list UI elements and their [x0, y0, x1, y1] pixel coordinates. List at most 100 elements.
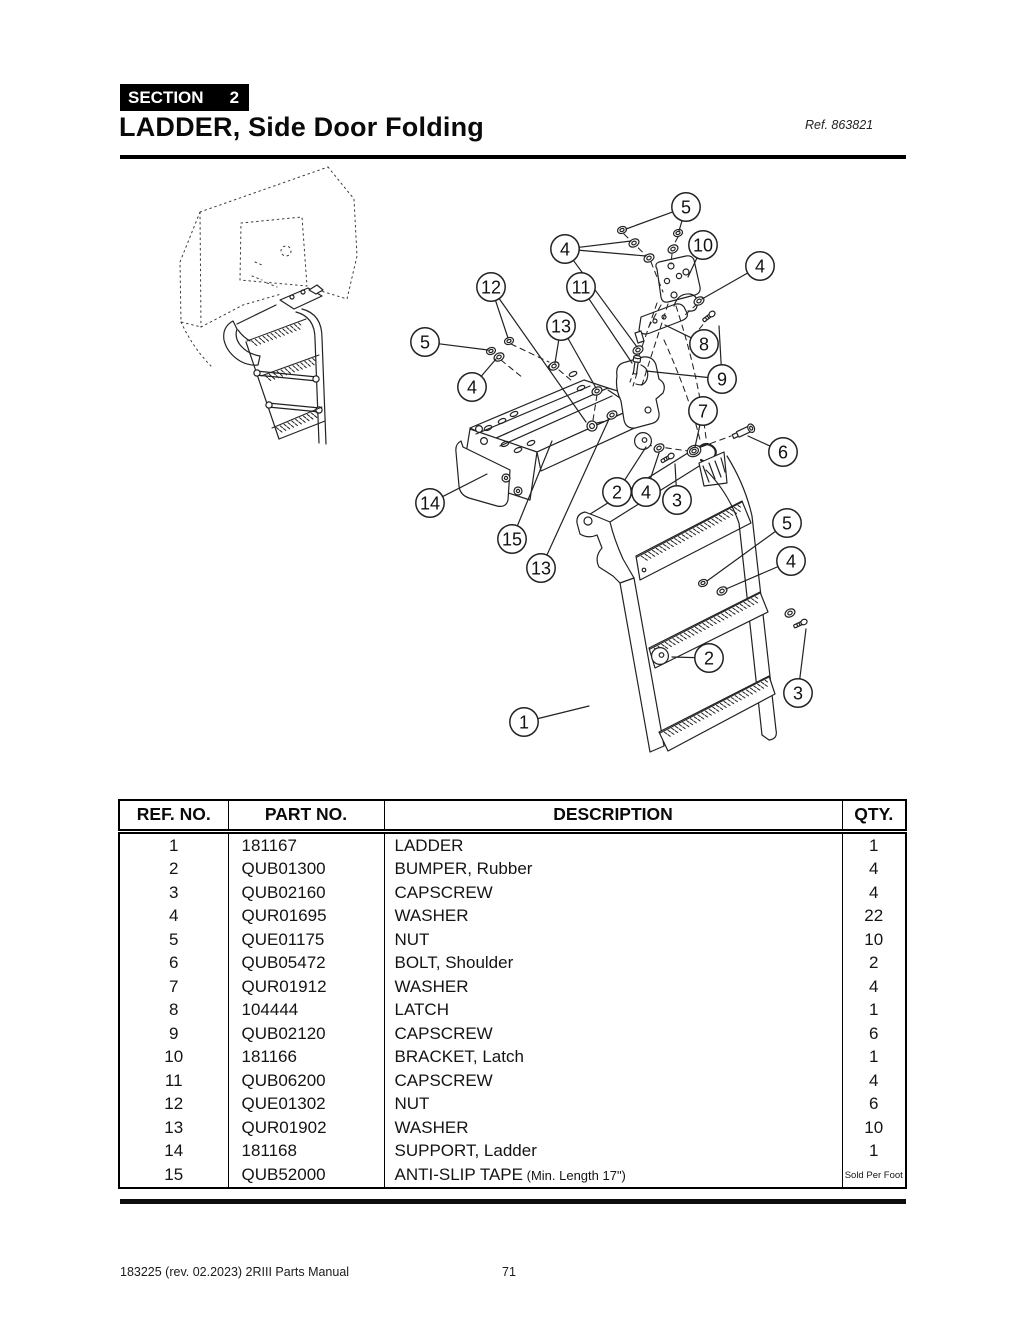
nut-part: [616, 225, 628, 235]
svg-text:5: 5: [420, 332, 430, 352]
callout-5: 5: [410, 327, 440, 357]
cell-ref-no: 1: [169, 835, 179, 855]
cell-description: BOLT, Shoulder: [383, 951, 842, 975]
cell-ref-no: 7: [169, 976, 179, 996]
cell-qty: 4: [841, 880, 906, 904]
cell-description: SUPPORT, Ladder: [383, 1139, 842, 1163]
svg-text:1: 1: [519, 712, 529, 732]
washer-part: [628, 238, 640, 248]
folded-ladder: [223, 284, 327, 445]
svg-text:4: 4: [786, 551, 796, 571]
callout-4: 4: [745, 251, 775, 281]
callout-12: 12: [476, 272, 506, 302]
callout-5: 5: [772, 508, 802, 538]
cell-ref-no: 5: [169, 929, 179, 949]
col-header-description: DESCRIPTION: [383, 800, 842, 834]
callout-14: 14: [415, 488, 445, 518]
cell-qty: 1: [841, 1045, 906, 1069]
disc-part: [634, 432, 652, 450]
washer-part: [632, 345, 644, 355]
cell-qty: 4: [841, 974, 906, 998]
col-header-part: PART NO.: [227, 800, 384, 834]
callout-8: 8: [689, 329, 719, 359]
nut-part: [672, 228, 684, 238]
svg-text:15: 15: [502, 529, 522, 549]
cell-qty: 1: [841, 831, 906, 857]
cell-part-no: QUR01902: [227, 1115, 384, 1139]
cell-qty: 1: [841, 1139, 906, 1163]
washer-part: [548, 361, 560, 371]
ref-number: Ref. 863821: [805, 118, 874, 132]
callout-leaders: [438, 211, 807, 720]
callout-13: 13: [546, 311, 576, 341]
cell-ref-no: 3: [169, 882, 179, 902]
callout-6: 6: [768, 437, 798, 467]
svg-text:3: 3: [793, 683, 803, 703]
screw-part: [660, 452, 675, 464]
cell-qty: 1: [841, 998, 906, 1022]
svg-text:2: 2: [612, 482, 622, 502]
svg-text:2: 2: [704, 648, 714, 668]
washer-part: [667, 244, 679, 254]
svg-text:14: 14: [420, 493, 440, 513]
header-rule: [120, 155, 906, 159]
nut-part: [697, 578, 709, 588]
washer-part: [591, 386, 603, 396]
cell-qty: 2: [841, 951, 906, 975]
callout-2: 2: [694, 643, 724, 673]
cell-ref-no: 6: [169, 953, 179, 972]
callout-10: 10: [688, 230, 718, 260]
cell-description: BUMPER, Rubber: [383, 857, 842, 881]
latch-bracket: [655, 255, 701, 303]
cell-description: CAPSCREW: [383, 880, 842, 904]
svg-text:5: 5: [681, 197, 691, 217]
cell-part-no: 181168: [227, 1139, 384, 1163]
cell-qty: 6: [841, 1021, 906, 1045]
parts-table: REF. NO. PART NO. DESCRIPTION QTY. 1 1811…: [118, 799, 907, 1189]
cell-part-no: 104444: [227, 998, 384, 1022]
cell-part-no: 181166: [227, 1045, 384, 1069]
cell-qty: 22: [841, 904, 906, 928]
section-label: SECTION: [128, 87, 204, 107]
section-number: 2: [229, 87, 240, 107]
svg-text:3: 3: [672, 490, 682, 510]
svg-text:7: 7: [698, 401, 708, 421]
callout-11: 11: [566, 272, 596, 302]
callout-9: 9: [707, 364, 737, 394]
cell-qty: 4: [841, 1068, 906, 1092]
cell-description: LADDER: [383, 831, 842, 857]
table-header-row: REF. NO. PART NO. DESCRIPTION QTY.: [119, 800, 906, 834]
cell-part-no: QUB01300: [227, 857, 384, 881]
svg-text:10: 10: [693, 235, 713, 255]
cell-part-no: QUE01175: [227, 927, 384, 951]
cell-ref-no: 13: [164, 1117, 184, 1137]
cell-qty: Sold Per Foot: [841, 1162, 906, 1188]
bolt-part: [632, 354, 642, 375]
caphead-part: [586, 420, 605, 432]
cell-ref-no: 2: [169, 859, 179, 878]
cell-ref-no: 9: [169, 1023, 179, 1043]
cell-description: WASHER: [383, 1115, 842, 1139]
cell-part-no: QUE01302: [227, 1092, 384, 1116]
cell-description: CAPSCREW: [383, 1021, 842, 1045]
ladder-support: [455, 356, 665, 507]
svg-text:12: 12: [481, 277, 501, 297]
screw-part: [793, 618, 808, 629]
cell-ref-no: 11: [164, 1070, 183, 1090]
cell-description: LATCH: [383, 998, 842, 1022]
washer-part: [643, 253, 655, 263]
col-header-qty: QTY.: [841, 800, 906, 834]
washer-part: [784, 608, 796, 618]
svg-text:13: 13: [531, 558, 551, 578]
cell-ref-no: 10: [164, 1047, 184, 1066]
cell-ref-no: 14: [164, 1141, 184, 1160]
svg-text:11: 11: [572, 277, 591, 297]
